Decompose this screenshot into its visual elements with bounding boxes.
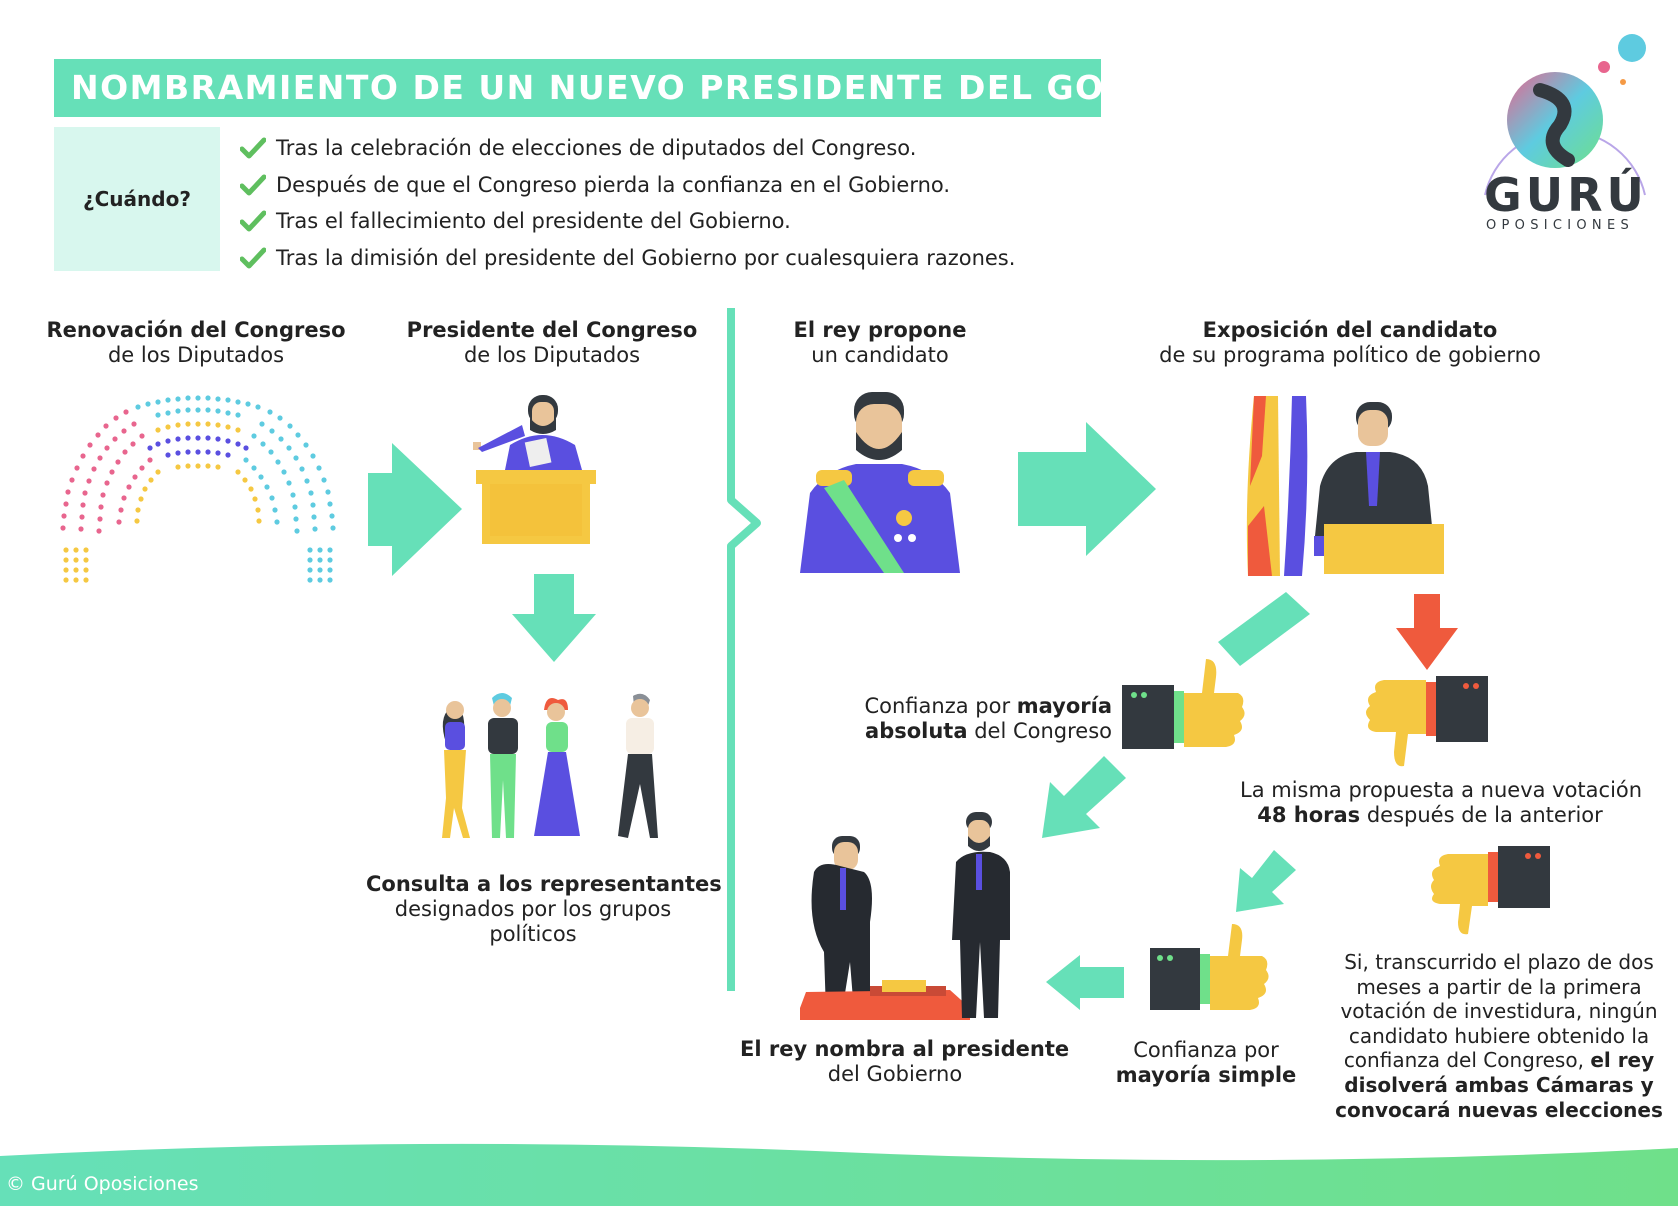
caption-bold: Consulta a los representantes bbox=[366, 872, 722, 896]
arrow-diagonal-icon bbox=[1236, 850, 1296, 912]
caption-bold: El rey nombra al presidente bbox=[740, 1037, 1070, 1061]
arrow-diagonal-icon bbox=[1042, 756, 1126, 838]
caption-bold: Presidente del Congreso bbox=[406, 318, 698, 342]
caption-normal: La misma propuesta a nueva votación bbox=[1240, 778, 1643, 802]
guru-logo-icon bbox=[1484, 34, 1646, 196]
title-bar bbox=[54, 59, 1101, 117]
caption-bold: Renovación del Congreso bbox=[46, 318, 346, 342]
footer-copyright: © Gurú Oposiciones bbox=[6, 1173, 199, 1195]
conditions-list: Tras la celebración de elecciones de dip… bbox=[240, 130, 1015, 276]
step-consulta-caption: Consulta a los representantes designados… bbox=[366, 872, 722, 947]
caption-bold: absoluta bbox=[865, 719, 968, 743]
check-icon bbox=[240, 137, 266, 159]
caption-line2: designados por los grupos bbox=[394, 897, 672, 921]
caption-bold: mayoría simple bbox=[1115, 1063, 1297, 1087]
when-box bbox=[54, 127, 220, 271]
caption-bold: El rey propone bbox=[793, 318, 967, 342]
check-icon bbox=[240, 174, 266, 196]
caption-normal: del Congreso bbox=[967, 719, 1112, 743]
condition-text: Tras la dimisión del presidente del Gobi… bbox=[276, 245, 1016, 270]
step-exposicion-caption: Exposición del candidato de su programa … bbox=[1150, 318, 1550, 368]
page-title: NOMBRAMIENTO DE UN NUEVO PRESIDENTE DEL … bbox=[71, 68, 1255, 107]
step-disolucion-caption: Si, transcurrido el plazo de dos meses a… bbox=[1334, 950, 1664, 1122]
step-rey-nombra-caption: El rey nombra al presidente del Gobierno bbox=[740, 1037, 1069, 1087]
thumbs-down-icon bbox=[1366, 676, 1488, 767]
condition-item: Tras la dimisión del presidente del Gobi… bbox=[240, 240, 1015, 277]
thumbs-down-icon bbox=[1431, 846, 1550, 935]
step-confianza-simple-caption: Confianza por mayoría simple bbox=[1106, 1038, 1306, 1088]
condition-text: Después de que el Congreso pierda la con… bbox=[276, 172, 951, 197]
step-nueva-votacion-caption: La misma propuesta a nueva votación 48 h… bbox=[1240, 778, 1642, 828]
condition-text: Tras la celebración de elecciones de dip… bbox=[276, 136, 917, 161]
caption-bold: mayoría bbox=[1016, 694, 1112, 718]
caption-bold: 48 horas bbox=[1257, 803, 1361, 827]
caption-normal: de su programa político de gobierno bbox=[1159, 343, 1541, 367]
arrow-right-icon bbox=[1018, 422, 1156, 556]
section-divider bbox=[727, 308, 761, 991]
logo-subtitle: OPOSICIONES bbox=[1486, 218, 1635, 233]
speaker-podium-icon bbox=[473, 395, 596, 544]
candidate-speech-icon bbox=[1246, 396, 1444, 576]
caption-bold: Exposición del candidato bbox=[1202, 318, 1498, 342]
arrow-right-icon bbox=[368, 443, 462, 576]
arrow-down-icon bbox=[512, 574, 596, 662]
step-confianza-absoluta-caption: Confianza por mayoría absoluta del Congr… bbox=[826, 694, 1112, 744]
thumbs-up-icon bbox=[1150, 924, 1269, 1010]
step-rey-propone-caption: El rey propone un candidato bbox=[730, 318, 1030, 368]
caption-normal: después de la anterior bbox=[1360, 803, 1603, 827]
caption-line3: políticos bbox=[489, 922, 577, 946]
caption-normal: Confianza por bbox=[1133, 1038, 1279, 1062]
arrow-left-icon bbox=[1046, 955, 1124, 1010]
when-label: ¿Cuándo? bbox=[83, 187, 191, 211]
check-icon bbox=[240, 210, 266, 232]
step-presidente-caption: Presidente del Congreso de los Diputados bbox=[402, 318, 702, 368]
caption-bold: el rey disolverá ambas Cámaras y convoca… bbox=[1335, 1048, 1663, 1122]
logo-wordmark: GURÚ bbox=[1484, 168, 1648, 222]
condition-item: Tras la celebración de elecciones de dip… bbox=[240, 130, 1015, 167]
caption-normal: de los Diputados bbox=[107, 343, 285, 367]
condition-text: Tras el fallecimiento del presidente del… bbox=[276, 209, 791, 234]
caption-normal: de los Diputados bbox=[463, 343, 641, 367]
caption-normal: Si, transcurrido el plazo de dos meses a… bbox=[1340, 950, 1658, 1073]
footer-wave bbox=[0, 1143, 1678, 1206]
thumbs-up-icon bbox=[1122, 659, 1245, 749]
caption-normal: Confianza por bbox=[864, 694, 1017, 718]
check-icon bbox=[240, 247, 266, 269]
condition-item: Después de que el Congreso pierda la con… bbox=[240, 167, 1015, 204]
oath-ceremony-icon bbox=[800, 812, 1010, 1020]
caption-normal: un candidato bbox=[811, 343, 949, 367]
step-renovacion-caption: Renovación del Congreso de los Diputados bbox=[46, 318, 346, 368]
arrow-diagonal-icon bbox=[1218, 592, 1310, 666]
arrow-down-red-icon bbox=[1396, 594, 1458, 670]
caption-normal: del Gobierno bbox=[827, 1062, 963, 1086]
group-of-people-icon bbox=[442, 693, 658, 838]
king-portrait-icon bbox=[800, 392, 960, 573]
parliament-hemicycle-icon bbox=[60, 395, 336, 583]
condition-item: Tras el fallecimiento del presidente del… bbox=[240, 203, 1015, 240]
